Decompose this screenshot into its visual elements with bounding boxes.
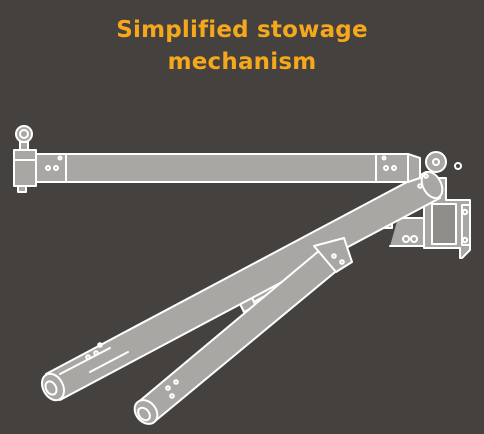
leg-lower-center — [133, 237, 353, 425]
page-title: Simplified stowage mechanism — [0, 14, 484, 78]
upper-pivot — [425, 151, 447, 173]
top-arm — [35, 153, 421, 183]
title-line-2: mechanism — [167, 49, 317, 75]
title-line-1: Simplified stowage — [116, 17, 368, 43]
head-joint — [13, 125, 37, 193]
leg-lower-left — [40, 170, 444, 402]
